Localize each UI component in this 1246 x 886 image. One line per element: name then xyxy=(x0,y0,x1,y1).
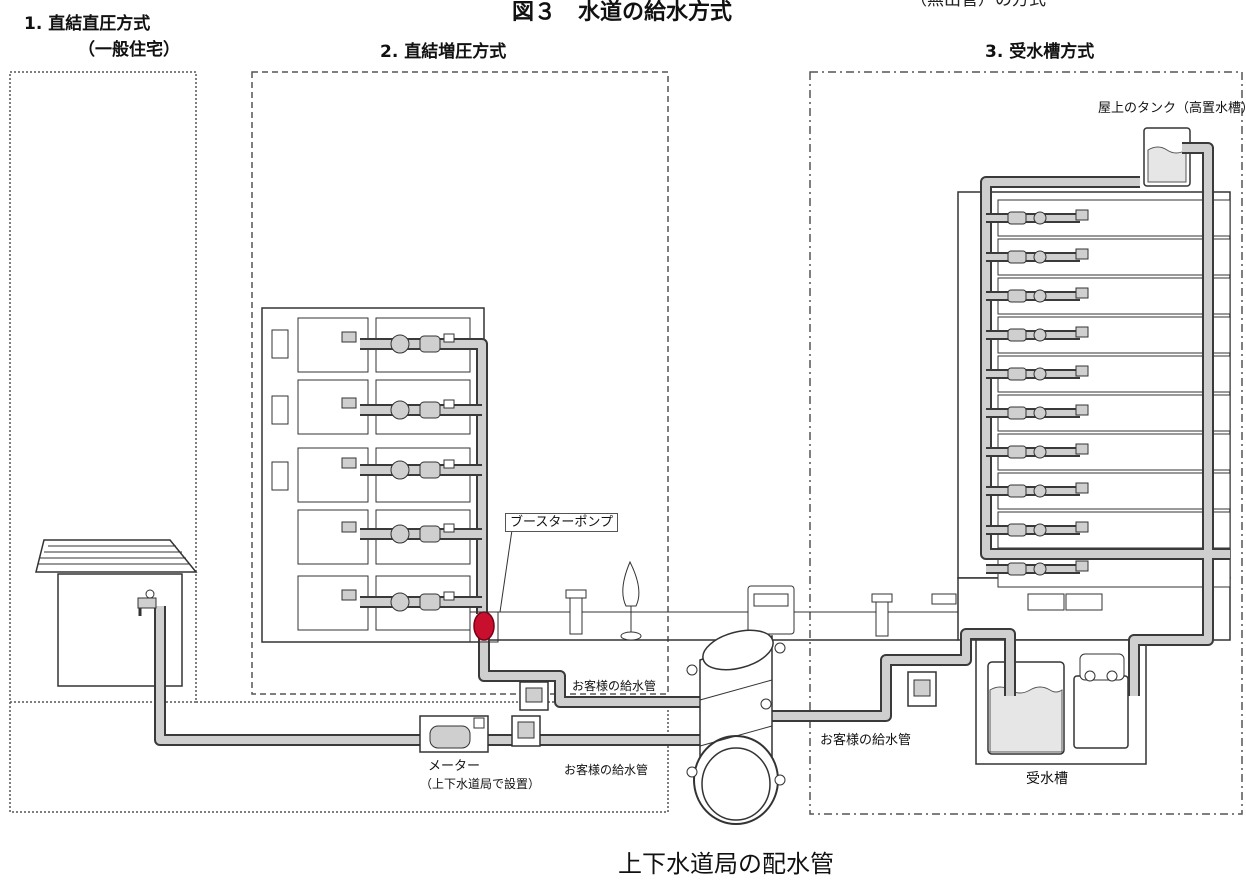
tall-meter-icon xyxy=(1007,211,1027,225)
meter-label: メーター xyxy=(428,759,481,774)
tall-valve-icon xyxy=(1033,367,1047,381)
tall-faucet-icon xyxy=(1075,209,1089,221)
zone-direct-pressure-bottom-border xyxy=(9,701,669,813)
tall-meter-icon xyxy=(1007,250,1027,264)
apartment-valve-icon xyxy=(390,460,410,480)
title-fragment: （無出管）の方式 xyxy=(910,0,1046,10)
apartment-valve-icon xyxy=(390,524,410,544)
zone-booster-border xyxy=(251,71,669,695)
tall-valve-icon xyxy=(1033,250,1047,264)
zone-tank-border xyxy=(809,71,1243,815)
roof-tank-label: 屋上のタンク（高置水槽） xyxy=(1098,101,1246,116)
customer-pipe-label-3: お客様の給水管 xyxy=(820,733,912,748)
receiving-tank-label: 受水槽 xyxy=(1026,771,1068,787)
receiving-tank-room xyxy=(975,639,1147,765)
booster-pump-leader-line xyxy=(499,529,513,613)
tall-valve-icon xyxy=(1033,211,1047,225)
apartment-faucet-icon xyxy=(341,589,357,601)
tall-valve-icon xyxy=(1033,523,1047,537)
tall-meter-icon xyxy=(1007,406,1027,420)
tall-meter-icon xyxy=(1007,367,1027,381)
tall-meter-icon xyxy=(1007,289,1027,303)
tall-faucet-icon xyxy=(1075,365,1089,377)
tall-valve-icon xyxy=(1033,445,1047,459)
tall-meter-icon xyxy=(1007,445,1027,459)
booster-pump-label: ブースターポンプ xyxy=(505,513,618,532)
tall-faucet-icon xyxy=(1075,326,1089,338)
figure-title: 図３ 水道の給水方式 xyxy=(512,0,733,25)
tall-meter-icon xyxy=(1007,484,1027,498)
tall-faucet-icon xyxy=(1075,248,1089,260)
apartment-meter-icon xyxy=(419,335,441,353)
main-distribution-pipe xyxy=(686,629,786,825)
tall-faucet-icon xyxy=(1075,482,1089,494)
apartment-meters xyxy=(341,331,455,612)
tall-faucet-icon xyxy=(1075,521,1089,533)
main-pipe-label: 上下水道局の配水管 xyxy=(618,850,834,878)
tall-faucet-icon xyxy=(1075,560,1089,572)
tall-valve-icon xyxy=(1033,406,1047,420)
apartment-faucet-icon xyxy=(341,521,357,533)
apartment-meter-icon xyxy=(419,525,441,543)
system-3-label: 3. 受水槽方式 xyxy=(985,42,1095,62)
apartment-meter-top-icon xyxy=(443,591,455,601)
customer-pipe-label-1: お客様の給水管 xyxy=(572,679,657,693)
customer-pipe-label-2: お客様の給水管 xyxy=(564,763,649,777)
zone-direct-pressure-border xyxy=(9,71,197,703)
apartment-meter-top-icon xyxy=(443,399,455,409)
tall-faucet-icon xyxy=(1075,404,1089,416)
house-faucet-icon xyxy=(137,589,157,616)
apartment-faucet-icon xyxy=(341,397,357,409)
apartment-meter-icon xyxy=(419,401,441,419)
apartment-meter-icon xyxy=(419,593,441,611)
booster-pump-icon xyxy=(473,611,495,641)
meter-note-label: （上下水道局で設置） xyxy=(420,777,541,791)
tall-building-branch-pipes xyxy=(986,209,1089,576)
system-1-sub-label: （一般住宅） xyxy=(78,40,180,60)
apartment-faucet-icon xyxy=(341,457,357,469)
tall-faucet-icon xyxy=(1075,443,1089,455)
tall-meter-icon xyxy=(1007,523,1027,537)
tall-valve-icon xyxy=(1033,484,1047,498)
system-1-label: 1. 直結直圧方式 xyxy=(24,14,151,34)
apartment-valve-icon xyxy=(390,400,410,420)
tall-valve-icon xyxy=(1033,562,1047,576)
apartment-faucet-icon xyxy=(341,331,357,343)
valve-box-icon xyxy=(511,671,937,747)
apartment-meter-top-icon xyxy=(443,333,455,343)
apartment-meter-top-icon xyxy=(443,523,455,533)
apartment-valve-icon xyxy=(390,592,410,612)
tall-faucet-icon xyxy=(1075,287,1089,299)
apartment-meter-top-icon xyxy=(443,459,455,469)
meter-icon xyxy=(419,715,489,753)
house xyxy=(35,539,198,687)
apartment-valve-icon xyxy=(390,334,410,354)
tall-building xyxy=(957,127,1231,641)
tall-valve-icon xyxy=(1033,289,1047,303)
system-2-label: 2. 直結増圧方式 xyxy=(380,42,507,62)
booster-pump-housing xyxy=(469,611,499,643)
tall-meter-icon xyxy=(1007,562,1027,576)
tall-meter-icon xyxy=(1007,328,1027,342)
apartment-meter-icon xyxy=(419,461,441,479)
street-objects xyxy=(565,560,957,641)
tall-valve-icon xyxy=(1033,328,1047,342)
